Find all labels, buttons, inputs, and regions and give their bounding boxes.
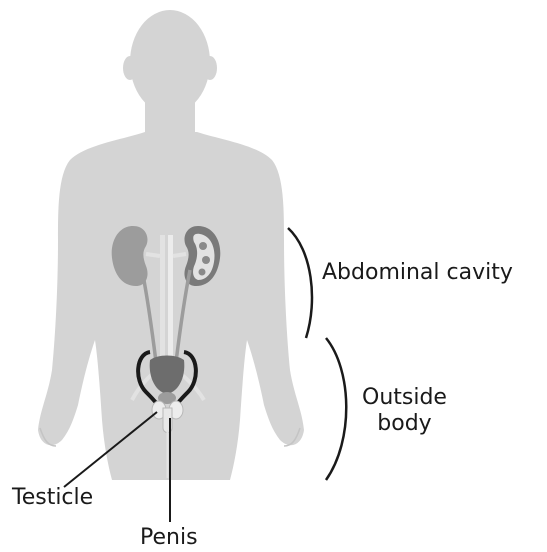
- outside-body-label: Outside body: [362, 385, 447, 438]
- aorta: [160, 235, 165, 370]
- abdominal-cavity-bracket: [288, 228, 312, 338]
- penis-label: Penis: [140, 525, 198, 551]
- outside-body-label-line1: Outside: [362, 385, 447, 411]
- testicle-label: Testicle: [12, 485, 93, 511]
- outside-body-label-line2: body: [362, 411, 447, 437]
- vena-cava: [168, 235, 173, 370]
- abdominal-cavity-label: Abdominal cavity: [322, 260, 513, 286]
- outside-body-bracket: [326, 338, 346, 480]
